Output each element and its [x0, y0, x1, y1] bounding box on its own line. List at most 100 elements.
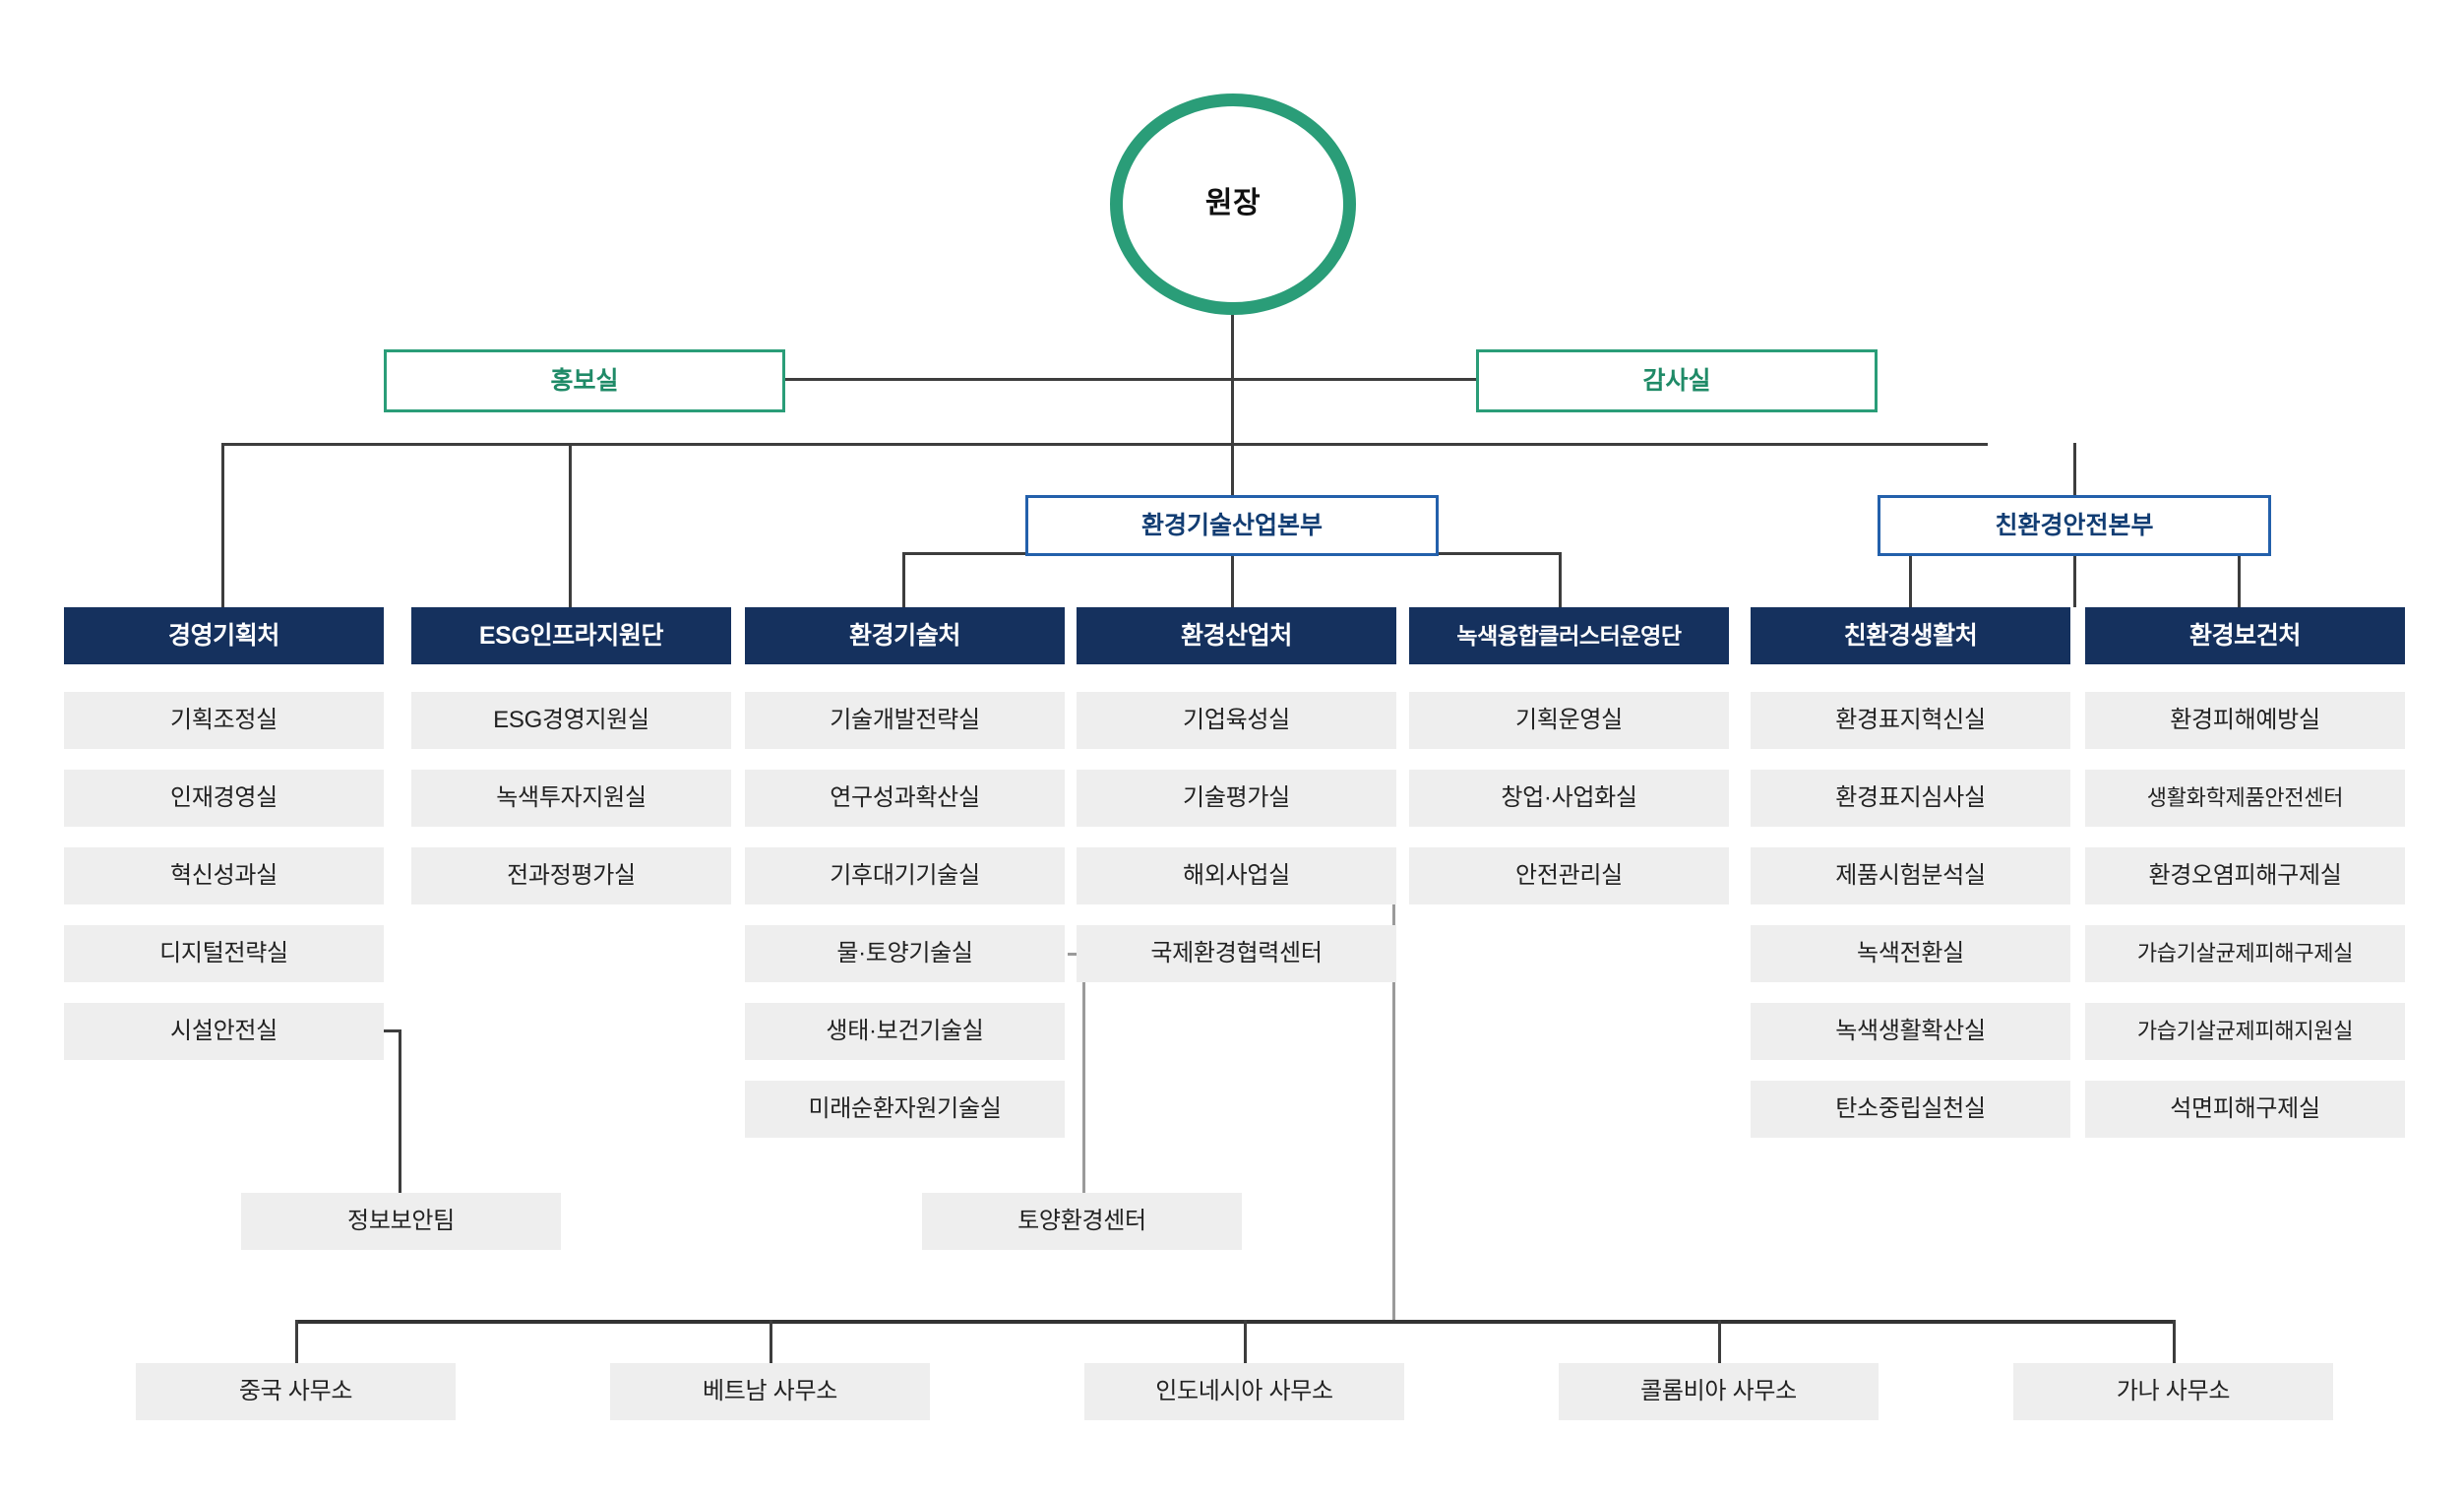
dept-item[interactable]: 국제환경협력센터	[1077, 925, 1396, 982]
dept-header-esg-infra[interactable]: ESG인프라지원단	[411, 607, 731, 664]
dept-item[interactable]: 환경피해예방실	[2085, 692, 2405, 749]
connector-drop-office4	[1718, 1320, 1721, 1363]
dept-item[interactable]: 녹색투자지원실	[411, 770, 731, 827]
connector-main-bus	[221, 443, 1988, 446]
dept-item-label: 물·토양기술실	[836, 940, 973, 967]
dept-item[interactable]: 생태·보건기술실	[745, 1003, 1065, 1060]
dept-item[interactable]: 물·토양기술실	[745, 925, 1065, 982]
dept-item-label: 생태·보건기술실	[826, 1018, 984, 1045]
office-indonesia[interactable]: 인도네시아 사무소	[1084, 1363, 1404, 1420]
connector-drop-office3	[1244, 1320, 1247, 1363]
dept-header-env-technology[interactable]: 환경기술처	[745, 607, 1065, 664]
dept-item-label: 가습기살균제피해지원실	[2136, 1019, 2354, 1044]
dept-header-env-health[interactable]: 환경보건처	[2085, 607, 2405, 664]
dept-item[interactable]: 안전관리실	[1409, 847, 1729, 904]
connector-overseas-bus	[295, 1320, 2175, 1324]
dept-header-label: ESG인프라지원단	[478, 621, 664, 650]
dept-item[interactable]: 기술개발전략실	[745, 692, 1065, 749]
connector-drop-dept3	[902, 552, 905, 607]
dept-item-label: 기획운영실	[1515, 707, 1623, 734]
connector-drop-office2	[770, 1320, 772, 1363]
connector-drop-dept5	[1559, 552, 1562, 607]
dept-item[interactable]: 환경표지혁신실	[1751, 692, 2070, 749]
dept-item[interactable]: 디지털전략실	[64, 925, 384, 982]
dept-header-label: 녹색융합클러스터운영단	[1456, 622, 1682, 649]
dept-item[interactable]: 시설안전실	[64, 1003, 384, 1060]
connector-drop-dept6	[1909, 552, 1912, 607]
dept-item[interactable]: 환경오염피해구제실	[2085, 847, 2405, 904]
dept-header-management-planning[interactable]: 경영기획처	[64, 607, 384, 664]
connector-drop-office1	[295, 1320, 298, 1363]
dept-item-label: 기술개발전략실	[830, 707, 980, 734]
node-president[interactable]: 원장	[1110, 93, 1356, 315]
dept-item-label: ESG경영지원실	[493, 707, 649, 734]
dept-item[interactable]: 기업육성실	[1077, 692, 1396, 749]
connector-security-team-horizontal	[384, 1029, 401, 1032]
node-pr-office[interactable]: 홍보실	[384, 349, 785, 412]
dept-header-label: 환경보건처	[2188, 621, 2301, 650]
dept-item[interactable]: 녹색생활확산실	[1751, 1003, 2070, 1060]
dept-item[interactable]: 전과정평가실	[411, 847, 731, 904]
dept-item[interactable]: 창업·사업화실	[1409, 770, 1729, 827]
office-vietnam[interactable]: 베트남 사무소	[610, 1363, 930, 1420]
node-division-eco-safety[interactable]: 친환경안전본부	[1878, 495, 2271, 556]
dept-item[interactable]: 연구성과확산실	[745, 770, 1065, 827]
dept-item-label: 환경표지혁신실	[1835, 707, 1986, 734]
office-ghana[interactable]: 가나 사무소	[2013, 1363, 2333, 1420]
dept-item[interactable]: 환경표지심사실	[1751, 770, 2070, 827]
office-china[interactable]: 중국 사무소	[136, 1363, 456, 1420]
dept-item-label: 녹색생활확산실	[1835, 1018, 1986, 1045]
dept-item-label: 환경피해예방실	[2170, 707, 2320, 734]
dept-item-label: 녹색전환실	[1857, 940, 1964, 967]
dept-item-label: 해외사업실	[1183, 862, 1290, 890]
node-division-env-tech-industry[interactable]: 환경기술산업본부	[1025, 495, 1439, 556]
node-president-label: 원장	[1204, 187, 1262, 220]
dept-item[interactable]: 탄소중립실천실	[1751, 1081, 2070, 1138]
node-soil-environment-center[interactable]: 토양환경센터	[922, 1193, 1242, 1250]
connector-drop-dept1	[221, 443, 224, 607]
dept-item[interactable]: 인재경영실	[64, 770, 384, 827]
dept-item[interactable]: 가습기살균제피해지원실	[2085, 1003, 2405, 1060]
node-pr-office-label: 홍보실	[550, 366, 619, 395]
office-colombia[interactable]: 콜롬비아 사무소	[1559, 1363, 1879, 1420]
dept-item[interactable]: 기획운영실	[1409, 692, 1729, 749]
dept-item-label: 혁신성과실	[170, 862, 277, 890]
office-label: 인도네시아 사무소	[1155, 1378, 1333, 1405]
connector-overseas-vertical	[1392, 876, 1395, 1323]
dept-item[interactable]: ESG경영지원실	[411, 692, 731, 749]
dept-item-label: 기업육성실	[1183, 707, 1290, 734]
dept-header-label: 경영기획처	[167, 621, 279, 650]
dept-item[interactable]: 가습기살균제피해구제실	[2085, 925, 2405, 982]
node-information-security-team[interactable]: 정보보안팀	[241, 1193, 561, 1250]
dept-item-label: 기후대기기술실	[830, 862, 980, 890]
dept-item[interactable]: 기술평가실	[1077, 770, 1396, 827]
dept-item-label: 생활화학제품안전센터	[2146, 785, 2344, 811]
dept-item-label: 석면피해구제실	[2170, 1095, 2320, 1123]
dept-item-label: 가습기살균제피해구제실	[2136, 941, 2354, 966]
connector-drop-division1	[1231, 443, 1234, 498]
node-audit-office[interactable]: 감사실	[1476, 349, 1878, 412]
node-division-eco-safety-label: 친환경안전본부	[1995, 511, 2154, 539]
dept-header-green-cluster[interactable]: 녹색융합클러스터운영단	[1409, 607, 1729, 664]
dept-header-eco-living[interactable]: 친환경생활처	[1751, 607, 2070, 664]
dept-item[interactable]: 기획조정실	[64, 692, 384, 749]
office-label: 베트남 사무소	[702, 1378, 838, 1405]
dept-item[interactable]: 녹색전환실	[1751, 925, 2070, 982]
node-audit-office-label: 감사실	[1642, 366, 1711, 395]
dept-item[interactable]: 미래순환자원기술실	[745, 1081, 1065, 1138]
dept-header-label: 환경산업처	[1180, 621, 1292, 650]
dept-item-label: 제품시험분석실	[1835, 862, 1986, 890]
dept-item[interactable]: 해외사업실	[1077, 847, 1396, 904]
connector-audit-office	[1231, 378, 1479, 381]
node-information-security-team-label: 정보보안팀	[347, 1208, 455, 1235]
dept-item[interactable]: 생활화학제품안전센터	[2085, 770, 2405, 827]
dept-item-label: 전과정평가실	[507, 862, 636, 890]
dept-item[interactable]: 제품시험분석실	[1751, 847, 2070, 904]
dept-item[interactable]: 기후대기기술실	[745, 847, 1065, 904]
dept-item[interactable]: 석면피해구제실	[2085, 1081, 2405, 1138]
dept-item[interactable]: 혁신성과실	[64, 847, 384, 904]
connector-security-team-vertical	[399, 1029, 401, 1193]
dept-header-env-industry[interactable]: 환경산업처	[1077, 607, 1396, 664]
dept-item-label: 미래순환자원기술실	[808, 1095, 1002, 1123]
